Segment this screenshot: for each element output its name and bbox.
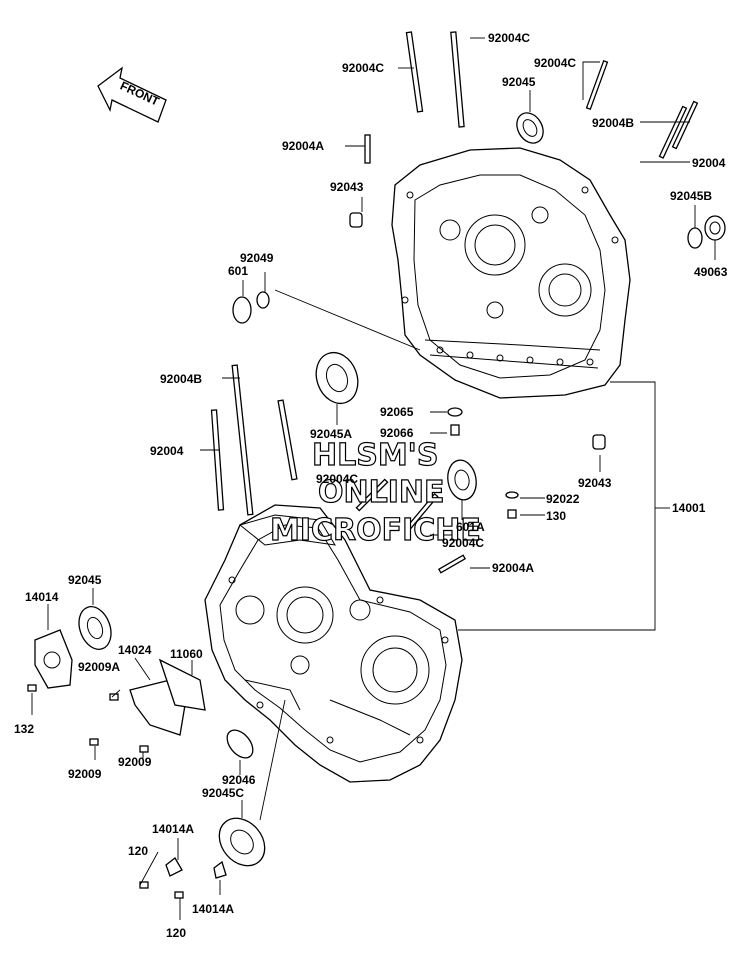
label-92009-b: 92009 (118, 755, 152, 769)
label-92004C-a: 92004C (342, 61, 384, 75)
leader-lines (31, 37, 716, 920)
bearings-and-seals (27, 112, 726, 899)
front-arrow-icon: FRONT (97, 66, 167, 123)
label-92045A: 92045A (310, 427, 352, 441)
label-92004C-b: 92004C (488, 31, 530, 45)
label-92043-mid: 92043 (578, 476, 612, 490)
watermark-line1: HLSM'S (312, 438, 438, 473)
label-92049: 92049 (240, 251, 274, 265)
watermark-line2: ONLINE (318, 475, 445, 510)
label-601A: 601A (456, 520, 485, 534)
label-92045B: 92045B (670, 189, 712, 203)
label-92022: 92022 (546, 492, 580, 506)
label-92009A: 92009A (78, 660, 120, 674)
label-92004C-low: 92004C (442, 536, 484, 550)
label-49063: 49063 (694, 265, 728, 279)
label-120-a: 120 (128, 844, 148, 858)
label-120-b: 120 (166, 926, 186, 940)
label-92045C: 92045C (202, 786, 244, 800)
watermark-line3: MICROFICHE (270, 513, 481, 548)
label-92004A-top: 92004A (282, 139, 324, 153)
label-92046: 92046 (222, 773, 256, 787)
stud-bolts (210, 31, 699, 574)
label-92009-a: 92009 (68, 767, 102, 781)
label-14014-top: 14014 (25, 590, 59, 604)
label-92004-mid: 92004 (150, 444, 184, 458)
lower-case-bolt-holes (228, 576, 449, 744)
label-92066: 92066 (380, 426, 414, 440)
label-92043-top: 92043 (330, 180, 364, 194)
label-92045-top: 92045 (502, 75, 536, 89)
label-601: 601 (228, 264, 248, 278)
label-14014A-a: 14014A (152, 822, 194, 836)
label-92004C-c: 92004C (534, 56, 576, 70)
label-92065: 92065 (380, 405, 414, 419)
label-92004A-low: 92004A (492, 561, 534, 575)
label-92004C-mid: 92004C (316, 472, 358, 486)
label-14014A-b: 14014A (192, 902, 234, 916)
label-92004B-top: 92004B (592, 116, 634, 130)
label-11060: 11060 (170, 647, 203, 661)
part-labels: 92004C 92004C 92004C 92045 92004B 92004 … (14, 31, 728, 940)
upper-crankcase-half (391, 147, 631, 399)
lower-crankcase-half (204, 504, 463, 783)
label-130: 130 (546, 509, 566, 523)
watermark: HLSM'S ONLINE MICROFICHE (269, 437, 481, 548)
label-92004-top: 92004 (692, 156, 726, 170)
label-14024: 14024 (118, 643, 152, 657)
label-92004B-mid: 92004B (160, 372, 202, 386)
label-132: 132 (14, 722, 34, 736)
label-92045-left: 92045 (68, 573, 102, 587)
upper-case-bolt-holes (401, 186, 619, 366)
label-14001: 14001 (672, 501, 706, 515)
